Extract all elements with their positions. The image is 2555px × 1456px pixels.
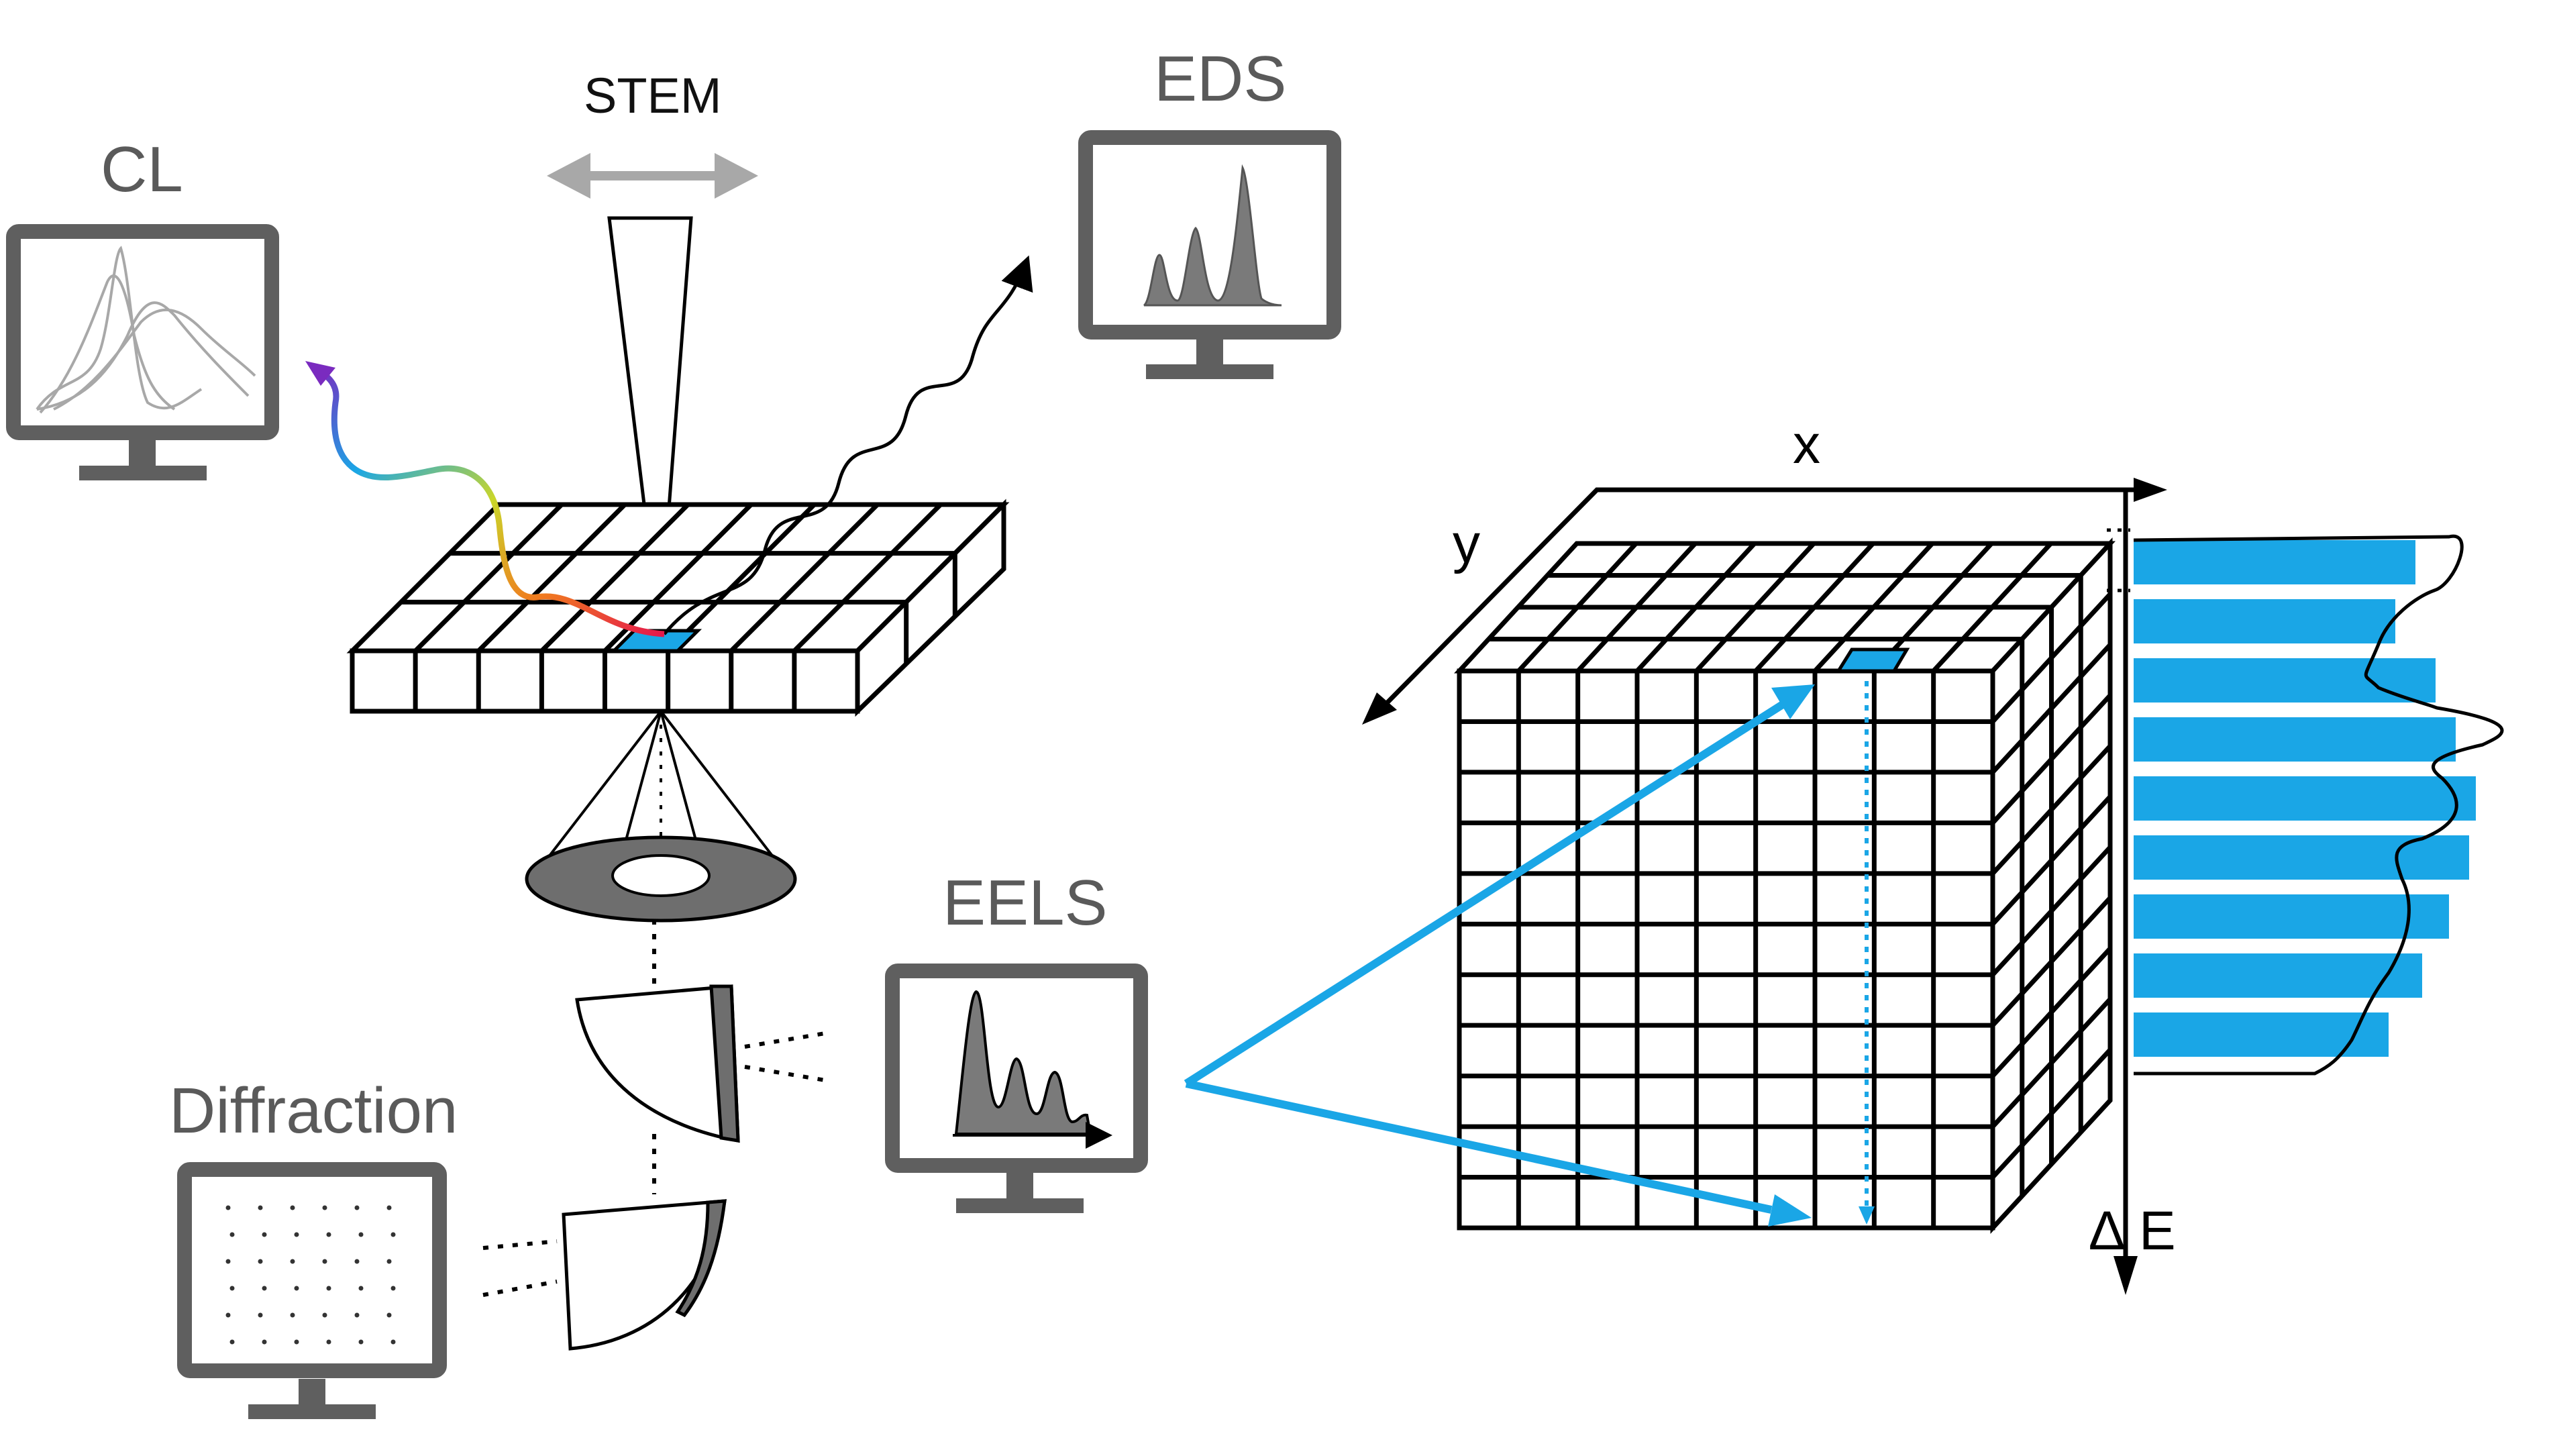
scan-arrow-icon [547, 153, 758, 199]
electron-probe-icon [607, 216, 693, 631]
cube-axes [1373, 487, 2134, 1261]
diffraction-spot [262, 1286, 267, 1291]
diffraction-spot [290, 1259, 295, 1264]
prism-upper [575, 984, 740, 1143]
diffraction-spot [262, 1339, 267, 1345]
diffraction-pattern [225, 1205, 396, 1345]
photon-rainbow-icon [313, 366, 665, 637]
xray-wave-icon [663, 255, 1033, 635]
y-axis-label: y [1453, 513, 1480, 574]
sample-grid [346, 499, 1010, 717]
cl-label: CL [101, 134, 183, 205]
eels-monitor: EELS [885, 867, 1148, 1213]
diffraction-spot [294, 1286, 299, 1291]
sample-top-line [666, 503, 817, 653]
eels-beam-dots [744, 1031, 826, 1082]
cube-leader-dots [2107, 528, 2130, 592]
spectrum-band [2134, 894, 2449, 939]
diffraction-spot [386, 1205, 392, 1210]
spectrum-band [2134, 1012, 2389, 1057]
diffraction-spot [294, 1339, 299, 1345]
diffraction-spot [225, 1205, 231, 1210]
data-cube [1454, 537, 2116, 1234]
energy-axis-arrowhead [2114, 1256, 2138, 1295]
diffraction-spot [358, 1232, 364, 1237]
eels-spectrum [954, 990, 1092, 1135]
spectrum-band [2134, 835, 2469, 880]
spectrum-band [2134, 599, 2395, 643]
sample-top-line [792, 503, 943, 653]
diffraction-spot [358, 1286, 364, 1291]
annular-hole [611, 854, 711, 897]
diffraction-spot [326, 1232, 331, 1237]
diffraction-spot [262, 1232, 267, 1237]
sample-top-line [539, 503, 690, 653]
diffraction-spot [386, 1259, 392, 1264]
stem-label: STEM [584, 68, 722, 123]
diffraction-spot [326, 1339, 331, 1345]
diffraction-spot [294, 1232, 299, 1237]
delta-e-label: ∆ E [2090, 1200, 2176, 1261]
diffraction-monitor: Diffraction [169, 1075, 458, 1419]
diffraction-beam-dots [482, 1239, 558, 1297]
diffraction-spot [229, 1286, 235, 1291]
diffraction-spot [390, 1339, 396, 1345]
diffraction-spot [290, 1312, 295, 1318]
prism-lower [562, 1199, 727, 1351]
diffraction-spot [258, 1259, 263, 1264]
energy-spectrum-bands [2134, 540, 2476, 1057]
blue-arrowhead-upper [1771, 684, 1815, 719]
x-axis-label: x [1793, 414, 1820, 475]
cube-highlight-pixel [1835, 647, 1910, 673]
diffraction-spot [322, 1259, 327, 1264]
eds-label: EDS [1154, 43, 1286, 115]
diffraction-label: Diffraction [169, 1075, 458, 1147]
spectrum-band [2134, 717, 2456, 762]
cl-monitor: CL [6, 134, 279, 480]
highlighted-pixel [609, 629, 702, 653]
spectrum-band [2134, 953, 2422, 998]
diffraction-spot [358, 1339, 364, 1345]
diffraction-spot [354, 1312, 360, 1318]
diffraction-spot [386, 1312, 392, 1318]
sample-top-line [476, 503, 627, 653]
diffraction-spot [354, 1259, 360, 1264]
eds-spectrum [1143, 164, 1282, 307]
spectrum-band [2134, 658, 2436, 703]
x-axis-arrowhead [2134, 478, 2167, 502]
diffraction-spot [225, 1312, 231, 1318]
sample-top-line [729, 503, 880, 653]
diffraction-spot [354, 1205, 360, 1210]
diffraction-spot [258, 1205, 263, 1210]
photon-arrow-head [305, 361, 335, 386]
diffraction-spot [258, 1312, 263, 1318]
diffraction-spot [390, 1286, 396, 1291]
energy-spectrum-curve [2133, 534, 2504, 1076]
eels-to-cube-arrows [1184, 699, 1787, 1214]
blue-arrowhead-lower [1768, 1194, 1812, 1227]
cl-spectra [36, 246, 256, 414]
spectrum-band [2134, 540, 2415, 584]
eds-monitor: EDS [1078, 43, 1341, 379]
diffraction-spot [225, 1259, 231, 1264]
diffraction-spot [229, 1339, 235, 1345]
sample-top-line [413, 503, 564, 653]
diffraction-spot [229, 1232, 235, 1237]
y-axis-arrowhead [1362, 692, 1397, 725]
diffraction-spot [290, 1205, 295, 1210]
eels-label: EELS [943, 867, 1107, 939]
diffraction-spot [390, 1232, 396, 1237]
diffraction-spot [326, 1286, 331, 1291]
spectrum-band [2134, 776, 2476, 821]
spectrum-column-arrowhead [1859, 1206, 1875, 1225]
diffraction-spot [322, 1312, 327, 1318]
diffraction-spot [322, 1205, 327, 1210]
